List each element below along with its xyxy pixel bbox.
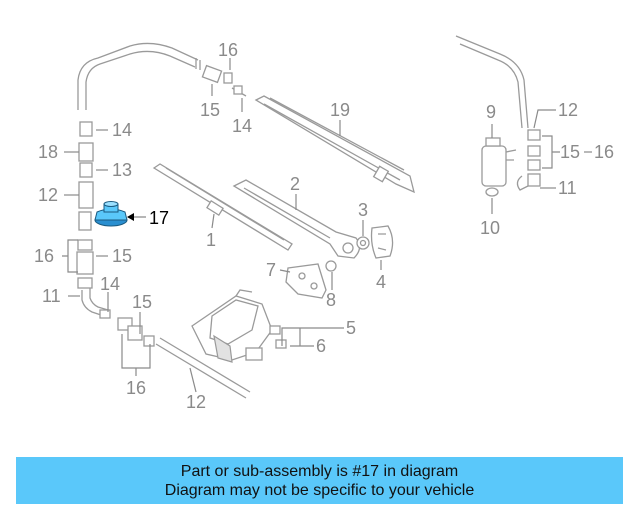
part-17-cap	[94, 201, 128, 227]
callout-9: 9	[486, 102, 496, 122]
bracket-7	[285, 260, 337, 299]
top-fittings	[201, 64, 247, 97]
callout-10: 10	[480, 218, 500, 238]
callout-12-right: 12	[558, 100, 578, 120]
washer-pump	[481, 137, 517, 197]
callout-14-top: 14	[232, 116, 252, 136]
callout-16-left: 16	[34, 246, 54, 266]
washer-hose-left	[77, 42, 201, 110]
callout-16-bottom: 16	[126, 378, 146, 398]
callout-16-top: 16	[218, 40, 238, 60]
callout-3: 3	[358, 200, 368, 220]
callout-1: 1	[206, 230, 216, 250]
callout-7: 7	[266, 260, 276, 280]
callout-11-right: 11	[558, 178, 577, 198]
callout-15-top: 15	[200, 100, 220, 120]
left-fittings	[76, 121, 111, 319]
callout-labels: 16 15 14 19 14 18 13 12 17 16 15 11 14 1…	[34, 40, 614, 412]
wiper-arm-1	[152, 163, 293, 251]
wiper-blade	[254, 95, 415, 194]
callout-8: 8	[326, 290, 336, 310]
callout-6: 6	[316, 336, 326, 356]
nut-and-cap	[356, 225, 394, 259]
wiper-motor	[191, 289, 287, 363]
callout-12-bottom: 12	[186, 392, 206, 412]
bottom-hoses	[117, 317, 251, 399]
parts-diagram: 16 15 14 19 14 18 13 12 17 16 15 11 14 1…	[34, 35, 614, 412]
callout-2: 2	[290, 174, 300, 194]
part-info-banner: Part or sub-assembly is #17 in diagram D…	[16, 457, 623, 504]
callout-12-left: 12	[38, 185, 58, 205]
callout-15-lower: 15	[132, 292, 152, 312]
callout-18: 18	[38, 142, 58, 162]
leader-lines	[62, 58, 592, 393]
callout-14-left: 14	[112, 120, 132, 140]
callout-11-left: 11	[42, 286, 61, 306]
washer-hose-right	[455, 35, 541, 191]
callout-19: 19	[330, 100, 350, 120]
callout-17: 17	[149, 208, 169, 228]
callout-13: 13	[112, 160, 132, 180]
callout-16-right: 16	[594, 142, 614, 162]
banner-line-1: Part or sub-assembly is #17 in diagram	[180, 462, 459, 480]
callout-14-lower: 14	[100, 274, 120, 294]
banner-line-2: Diagram may not be specific to your vehi…	[164, 481, 475, 499]
callout-15-right: 15	[560, 142, 580, 162]
callout-5: 5	[346, 318, 356, 338]
callout-4: 4	[376, 272, 386, 292]
callout-15-left: 15	[112, 246, 132, 266]
